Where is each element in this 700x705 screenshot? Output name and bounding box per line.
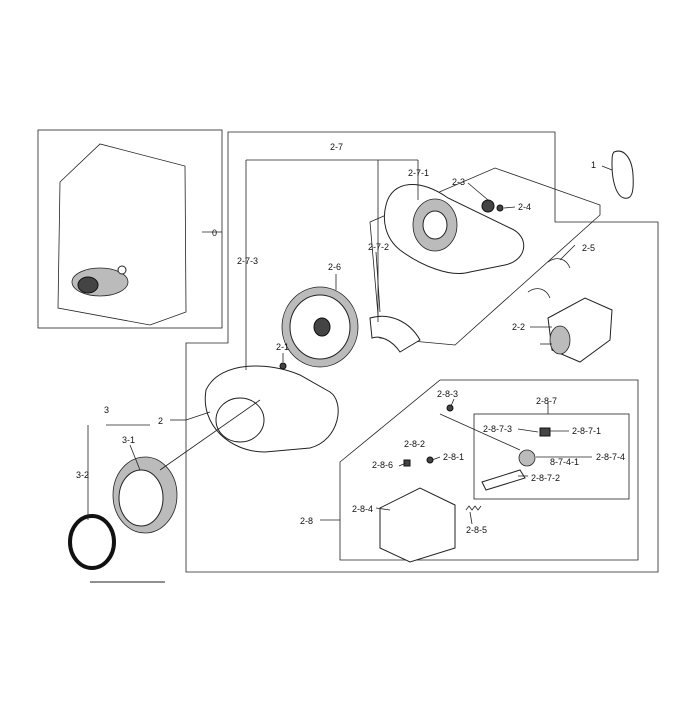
callout-2-8-7-4: 2-8-7-4 [596, 452, 625, 462]
callout-2-8: 2-8 [300, 516, 313, 526]
callout-2-8-3: 2-8-3 [437, 389, 458, 399]
callout-2-7-3: 2-7-3 [237, 256, 258, 266]
callout-2-2: 2-2 [512, 322, 525, 332]
callout-1: 1 [591, 160, 596, 170]
callout-2-8-2: 2-8-2 [404, 439, 425, 449]
filter-grill-part [112, 456, 178, 534]
callout-2-7-1: 2-7-1 [408, 168, 429, 178]
fan-screw-part [279, 362, 287, 370]
bracket-inner-box [473, 413, 630, 500]
callout-2-4: 2-4 [518, 202, 531, 212]
assembly-2-outline [185, 131, 659, 573]
callout-0: 0 [212, 228, 217, 238]
callout-2-8-6: 2-8-6 [372, 460, 393, 470]
fan-impeller-part [281, 286, 359, 368]
callout-2-3: 2-3 [452, 177, 465, 187]
callout-2-7-2: 2-7-2 [368, 242, 389, 252]
idler-pin-part [539, 427, 551, 437]
duct-part [369, 315, 421, 353]
bracket-screw-part [446, 404, 454, 412]
callout-labels: 0 1 2 2-1 2-2 2-3 2-4 2-5 2-6 2-7 2-7-1 … [76, 142, 625, 535]
assembly-0-blower-thumbnail [71, 265, 129, 297]
screw-part [496, 204, 504, 212]
callout-2-8-7-1: 2-8-7-1 [572, 426, 601, 436]
callout-2: 2 [158, 416, 163, 426]
callout-8-7-4-1: 8-7-4-1 [550, 457, 579, 467]
callout-3-1: 3-1 [122, 435, 135, 445]
motor-part [540, 297, 613, 363]
lower-housing-part [204, 365, 339, 453]
upper-housing-part [383, 184, 525, 274]
clip-part-b [527, 288, 551, 299]
callout-3-2: 3-2 [76, 470, 89, 480]
assembly-0-box [37, 129, 223, 329]
callout-2-5: 2-5 [582, 243, 595, 253]
small-clip-part [403, 459, 411, 467]
callout-2-6: 2-6 [328, 262, 341, 272]
callout-2-8-4: 2-8-4 [352, 504, 373, 514]
pulley-part [481, 199, 495, 213]
bracket-subassembly-box [339, 379, 639, 561]
callout-2-8-1: 2-8-1 [443, 452, 464, 462]
idler-pulley-part [518, 449, 536, 467]
gasket-part [68, 514, 116, 570]
idler-arm-part [481, 469, 526, 491]
motor-bracket-part [379, 487, 456, 563]
callout-3: 3 [104, 405, 109, 415]
callout-2-7: 2-7 [330, 142, 343, 152]
motor-subassembly-box [369, 167, 601, 346]
spring-part [465, 505, 482, 511]
clip-part-a [547, 258, 571, 269]
callout-2-1: 2-1 [276, 342, 289, 352]
callout-2-8-7: 2-8-7 [536, 396, 557, 406]
callout-2-8-5: 2-8-5 [466, 525, 487, 535]
leader-lines [87, 159, 613, 525]
callout-2-8-7-3: 2-8-7-3 [483, 424, 512, 434]
assembly-0-panel [57, 143, 187, 326]
belt-part [611, 150, 634, 199]
callout-2-8-7-2: 2-8-7-2 [531, 473, 560, 483]
